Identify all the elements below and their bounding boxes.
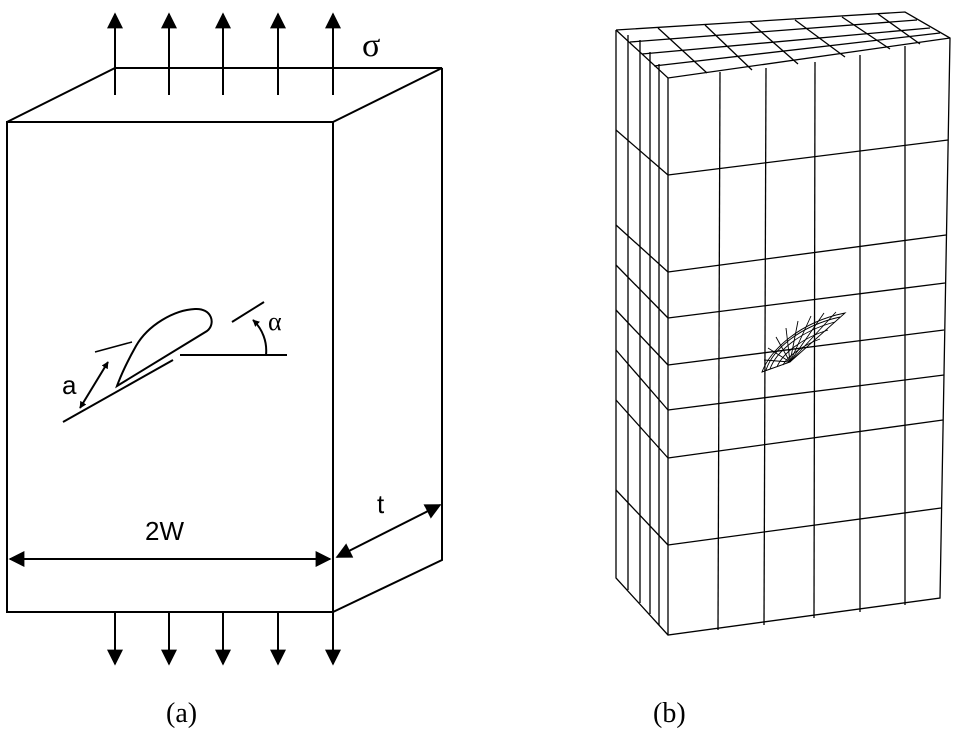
crack-depth-dimension (79, 361, 109, 409)
panel-a-specimen: σ a α 2W t (a) (6, 12, 443, 729)
crack-depth-label: a (62, 370, 77, 400)
width-label: 2W (145, 516, 184, 546)
panel-b-fe-mesh: (b) (615, 11, 951, 729)
specimen-top-face (6, 67, 443, 123)
crack-extension-lower (62, 359, 174, 423)
specimen-box (6, 67, 443, 613)
angle-label: α (268, 307, 282, 336)
crack-depth-tick (94, 341, 133, 353)
stress-symbol: σ (362, 27, 380, 64)
crack-outline (115, 307, 213, 389)
mesh-side-face (615, 35, 669, 625)
specimen-side-face (332, 68, 443, 613)
tension-arrows-bottom (107, 612, 341, 666)
caption-a: (a) (166, 698, 197, 729)
inclined-crack (62, 301, 287, 423)
thickness-dimension-arrow (335, 504, 442, 558)
angle-arc (252, 319, 268, 356)
mesh-top-face (629, 13, 941, 74)
thickness-label: t (377, 489, 385, 519)
mesh-outline (615, 11, 951, 636)
crack-refined-mesh (761, 311, 847, 373)
mesh-front-face (667, 46, 949, 631)
crack-extension-upper (231, 301, 265, 323)
tension-arrows-top (107, 12, 341, 95)
caption-b: (b) (653, 698, 686, 729)
